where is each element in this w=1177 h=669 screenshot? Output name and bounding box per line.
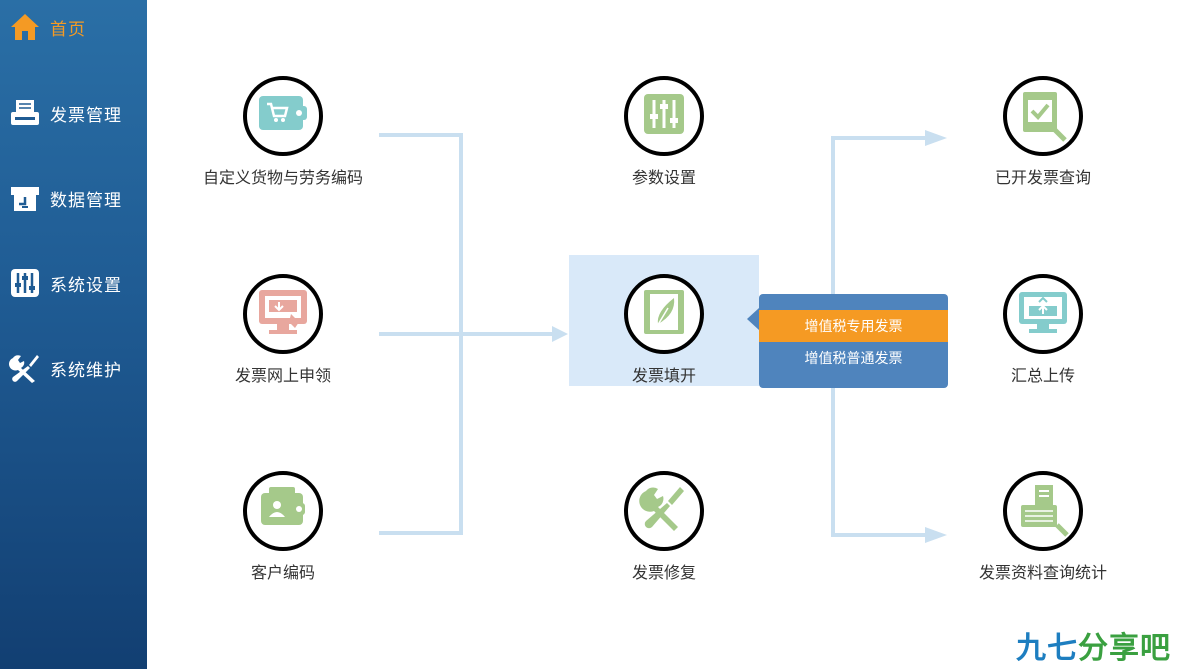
invoice-type-popup: 增值税专用发票 增值税普通发票 [747, 294, 948, 388]
node-custom-goods-coding[interactable]: 自定义货物与劳务编码 [173, 76, 393, 188]
monitor-upload-icon [1015, 284, 1071, 345]
monitor-hand-icon [255, 284, 311, 345]
sidebar-item-system-settings[interactable]: 系统设置 [0, 258, 147, 308]
flow-connectors [379, 130, 947, 543]
sidebar-item-label: 发票管理 [50, 105, 122, 125]
sliders-icon [636, 86, 692, 147]
node-invoice-data-statistics[interactable]: 发票资料查询统计 [933, 471, 1153, 583]
sidebar-item-invoice-manage[interactable]: 发票管理 [0, 88, 147, 138]
node-online-invoice-apply[interactable]: 发票网上申领 [173, 274, 393, 386]
node-summary-upload[interactable]: 汇总上传 [933, 274, 1153, 386]
node-issued-invoice-query[interactable]: 已开发票查询 [933, 76, 1153, 188]
sidebar-item-label: 系统维护 [50, 360, 122, 380]
sidebar-item-label: 系统设置 [50, 275, 122, 295]
sidebar: 首页 发票管理 数据管理 系统设置 系统维护 [0, 0, 147, 669]
wrench-screwdriver-icon [8, 351, 42, 385]
sidebar-item-home[interactable]: 首页 [0, 2, 147, 52]
popup-item-ordinary-vat-invoice[interactable]: 增值税普通发票 [804, 350, 903, 366]
node-customer-coding[interactable]: 客户编码 [173, 471, 393, 583]
wallet-person-icon [255, 481, 311, 542]
sidebar-item-label: 首页 [50, 19, 86, 39]
invoice-printer-icon [8, 96, 42, 130]
feather-pen-icon [636, 284, 692, 345]
node-invoice-issue[interactable]: 发票填开 [554, 274, 774, 386]
wallet-cart-icon [255, 86, 311, 147]
sidebar-item-system-maintenance[interactable]: 系统维护 [0, 343, 147, 393]
search-documents-icon [1015, 481, 1071, 542]
home-icon [8, 10, 42, 44]
data-manage-icon [8, 181, 42, 215]
main-flow-area: 自定义货物与劳务编码 发票网上申领 客户编码 参数设置 [147, 0, 1177, 669]
wrench-screwdriver-icon [636, 481, 692, 542]
popup-item-special-vat-invoice[interactable]: 增值税专用发票 [759, 310, 948, 342]
search-check-icon [1015, 86, 1071, 147]
sidebar-item-label: 数据管理 [50, 190, 122, 210]
popup-arrow [747, 308, 759, 330]
node-invoice-repair[interactable]: 发票修复 [554, 471, 774, 583]
sidebar-item-data-manage[interactable]: 数据管理 [0, 173, 147, 223]
node-parameter-settings[interactable]: 参数设置 [554, 76, 774, 188]
sliders-icon [8, 266, 42, 300]
watermark-logo: 九七分享吧 [1016, 632, 1171, 665]
